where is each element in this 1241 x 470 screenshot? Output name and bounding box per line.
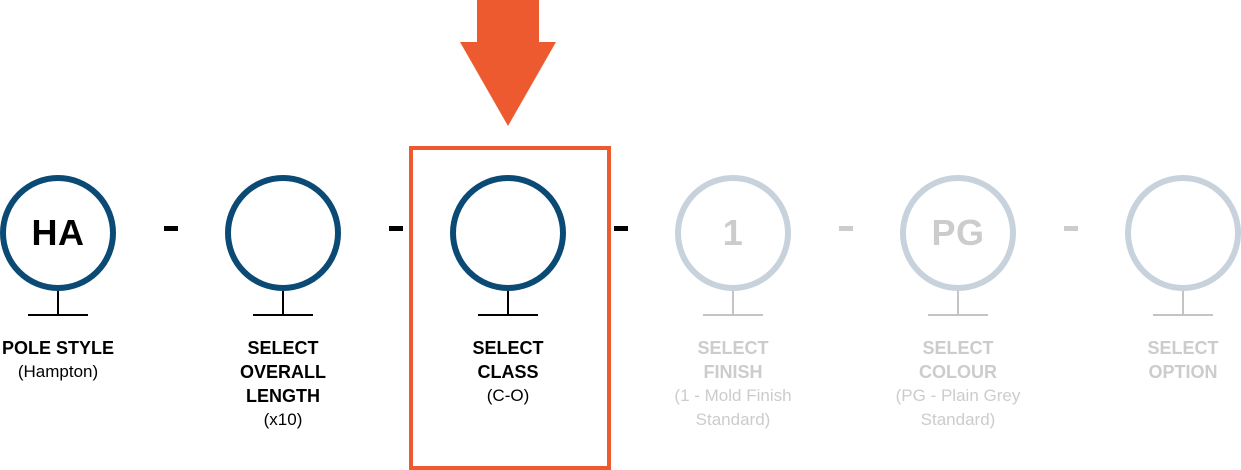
step-pole-style[interactable]: HA POLE STYLE (Hampton) (0, 175, 173, 465)
down-arrow-icon (460, 0, 556, 126)
step-code: PG (931, 212, 985, 253)
current-step-highlight (409, 146, 611, 470)
step-option[interactable]: SELECT OPTION (1068, 175, 1241, 465)
step-circle (225, 175, 341, 291)
step-label: SELECT FINISH (697, 338, 769, 382)
step-label: POLE STYLE (1, 338, 115, 358)
step-value: (Hampton) (17, 362, 99, 381)
step-base (703, 314, 763, 316)
step-value: (x10) (263, 410, 303, 429)
step-code: HA (31, 212, 85, 253)
step-circle (1125, 175, 1241, 291)
step-base (928, 314, 988, 316)
step-label: SELECT CLASS (472, 338, 544, 382)
step-value: (1 - Mold Finish Standard) (674, 386, 792, 429)
step-circle: 1 (675, 175, 791, 291)
step-finish[interactable]: 1 SELECT FINISH (1 - Mold Finish Standar… (618, 175, 848, 465)
separator-dash (164, 226, 178, 231)
step-stem (507, 291, 509, 315)
step-base (28, 314, 88, 316)
step-base (1153, 314, 1213, 316)
step-code: 1 (722, 212, 744, 253)
step-label: SELECT COLOUR (919, 338, 997, 382)
step-overall-length[interactable]: SELECT OVERALL LENGTH (x10) (168, 175, 398, 465)
step-stem (1182, 291, 1184, 315)
step-stem (57, 291, 59, 315)
separator-dash (1064, 226, 1078, 231)
step-class[interactable]: SELECT CLASS (C-O) (393, 175, 623, 465)
step-value: (PG - Plain Grey Standard) (895, 386, 1021, 429)
step-circle: PG (900, 175, 1016, 291)
step-stem (732, 291, 734, 315)
separator-dash (839, 226, 853, 231)
step-stem (957, 291, 959, 315)
step-label: SELECT OPTION (1147, 338, 1219, 382)
step-base (478, 314, 538, 316)
step-colour[interactable]: PG SELECT COLOUR (PG - Plain Grey Standa… (843, 175, 1073, 465)
step-value: (C-O) (486, 386, 530, 405)
step-circle (450, 175, 566, 291)
step-circle: HA (0, 175, 116, 291)
step-stem (282, 291, 284, 315)
separator-dash (614, 226, 628, 231)
step-base (253, 314, 313, 316)
separator-dash (389, 226, 403, 231)
step-label: SELECT OVERALL LENGTH (239, 338, 326, 406)
